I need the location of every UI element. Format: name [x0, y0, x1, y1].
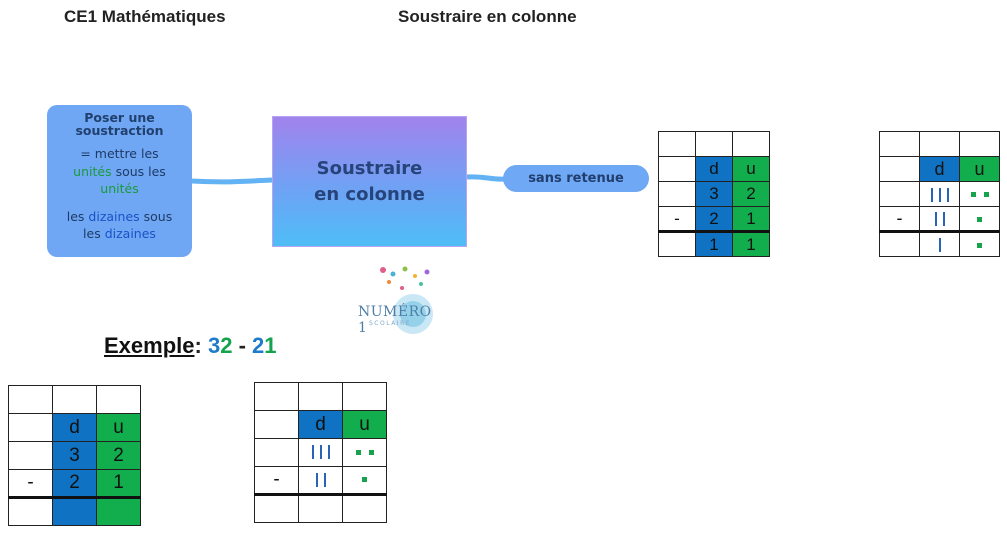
node-line2: unités sous les: [73, 163, 166, 179]
minus-sign: -: [8, 469, 53, 498]
dizaine-bar: [942, 212, 945, 227]
unite-dot: [970, 192, 976, 198]
node-line3: unités: [100, 181, 139, 196]
cell-dizaines: 3: [695, 181, 733, 207]
example-heading: Exemple: 32 - 21: [104, 333, 277, 358]
minus-sign: -: [254, 466, 299, 495]
node-body: = mettre les unités sous les unités les …: [47, 145, 192, 243]
col-header-unites: u: [342, 410, 387, 439]
dizaines-bars-row2: [298, 466, 343, 495]
dizaine-bar: [938, 238, 941, 253]
dizaines-bars-row1: [298, 438, 343, 467]
logo-graphic: [380, 266, 433, 334]
numero1-logo: NUMÉRO 1 SCOLAIRE: [355, 262, 445, 338]
result-dizaines-empty: [298, 493, 343, 523]
cell-unites: 2: [96, 441, 141, 470]
dizaine-bar: [327, 445, 330, 460]
minus-sign: -: [879, 206, 920, 232]
dizaine-bar: [311, 445, 314, 460]
unites-dots-row2: [959, 206, 1000, 232]
col-header-dizaines: d: [919, 156, 960, 182]
cell-dizaines: 2: [695, 206, 733, 232]
cell-unites: 2: [732, 181, 770, 207]
node-title-line2: soustraction: [75, 123, 164, 138]
unite-dot: [355, 449, 361, 455]
dizaine-bar: [930, 187, 933, 202]
node-line1: = mettre les: [80, 146, 159, 161]
unite-dot: [983, 192, 989, 198]
node-title-line1: Poser une: [84, 110, 155, 125]
cell-dizaines: 3: [52, 441, 97, 470]
node-line4: les dizaines sous: [66, 208, 173, 224]
cell-unites: 1: [96, 469, 141, 498]
cell-dizaines: 2: [52, 469, 97, 498]
col-header-unites: u: [959, 156, 1000, 182]
dizaines-bars-row2: [919, 206, 960, 232]
minus-sign: -: [658, 206, 696, 232]
unite-dot: [362, 477, 367, 483]
col-header-unites: u: [96, 413, 141, 442]
example-label: Exemple: [104, 333, 195, 358]
unites-dots-result: [959, 230, 1000, 257]
result-unites-empty: [342, 493, 387, 523]
dizaine-bar: [938, 187, 941, 202]
central-line1: Soustraire: [316, 157, 423, 179]
unites-dots-row1: [342, 438, 387, 467]
logo-subtext: SCOLAIRE: [369, 320, 412, 327]
unite-dot: [368, 449, 374, 455]
dizaine-bar: [315, 472, 318, 487]
logo-text: NUMÉRO 1: [358, 304, 432, 336]
col-header-dizaines: d: [695, 156, 733, 182]
unites-dots-row2: [342, 466, 387, 495]
col-header-dizaines: d: [298, 410, 343, 439]
dizaine-bar: [319, 445, 322, 460]
dizaine-bar: [946, 187, 949, 202]
node-line5: les dizaines: [83, 226, 156, 241]
unite-dot: [977, 216, 982, 222]
mindmap-node-poser: Poser une soustraction = mettre les unit…: [47, 105, 192, 257]
result-dizaines: 1: [695, 230, 733, 257]
cell-unites: 1: [732, 206, 770, 232]
unite-dot: [977, 242, 982, 248]
result-unites-empty: [96, 496, 141, 526]
col-header-unites: u: [732, 156, 770, 182]
mindmap-node-central: Soustraire en colonne: [272, 116, 467, 247]
dizaine-bar: [323, 472, 326, 487]
central-line2: en colonne: [314, 183, 425, 205]
dizaines-bars-result: [919, 230, 960, 257]
unites-dots-row1: [959, 181, 1000, 207]
mindmap-node-sans-retenue: sans retenue: [503, 165, 649, 192]
result-unites: 1: [732, 230, 770, 257]
document-title: Soustraire en colonne: [398, 7, 577, 26]
col-header-dizaines: d: [52, 413, 97, 442]
dizaines-bars-row1: [919, 181, 960, 207]
result-dizaines-empty: [52, 496, 97, 526]
dizaine-bar: [934, 212, 937, 227]
document-subject: CE1 Mathématiques: [64, 7, 226, 26]
